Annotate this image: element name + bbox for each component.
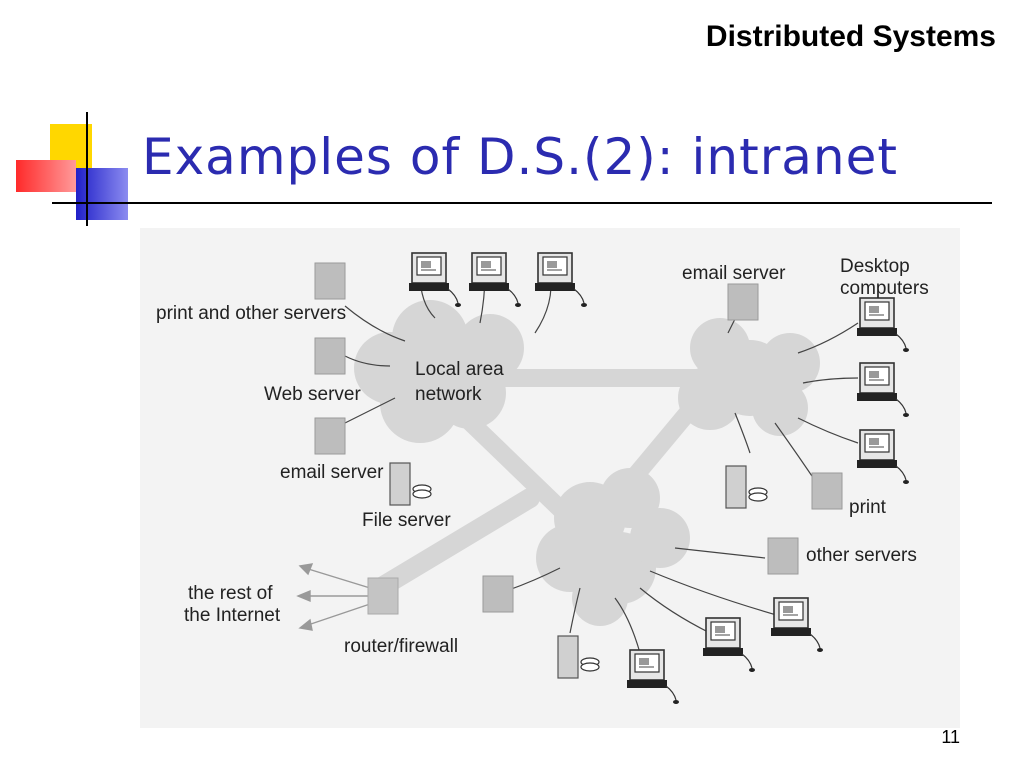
label-lan-1: Local area: [415, 359, 504, 380]
web-server-node: [314, 337, 346, 375]
label-internet-2: the Internet: [184, 605, 281, 626]
intranet-diagram: email server Desktop computers print and…: [140, 228, 960, 728]
label-desktop-computers-1: Desktop: [840, 256, 910, 277]
label-desktop-computers-2: computers: [840, 278, 929, 299]
label-print: print: [849, 497, 887, 518]
internet-arrows: [296, 563, 371, 631]
lan-cloud-right: [678, 318, 820, 436]
label-router-firewall: router/firewall: [344, 636, 458, 657]
server-node-bottom: [482, 575, 514, 613]
label-web-server: Web server: [264, 384, 361, 405]
lan-cloud-bottom: [536, 468, 690, 626]
print-server-node: [314, 262, 346, 300]
label-internet-1: the rest of: [188, 583, 273, 604]
label-other-servers: other servers: [806, 545, 917, 566]
lan-cloud-left: [354, 300, 524, 443]
email-server-node-top: [727, 283, 759, 321]
router-firewall-node: [367, 577, 399, 615]
label-email-server-left: email server: [280, 462, 384, 483]
label-lan-2: network: [415, 384, 482, 405]
page-number: 11: [941, 727, 960, 747]
email-server-node-left: [314, 417, 346, 455]
connection-lines: [344, 272, 859, 654]
slide-title: Examples of D.S.(2): intranet: [142, 128, 898, 186]
print-server-node-right: [811, 472, 843, 510]
other-server-node: [767, 537, 799, 575]
title-rule: [52, 202, 992, 204]
label-file-server: File server: [362, 510, 451, 531]
label-print-other-servers: print and other servers: [156, 303, 346, 324]
label-email-server-top: email server: [682, 263, 786, 284]
header-title: Distributed Systems: [705, 20, 996, 53]
